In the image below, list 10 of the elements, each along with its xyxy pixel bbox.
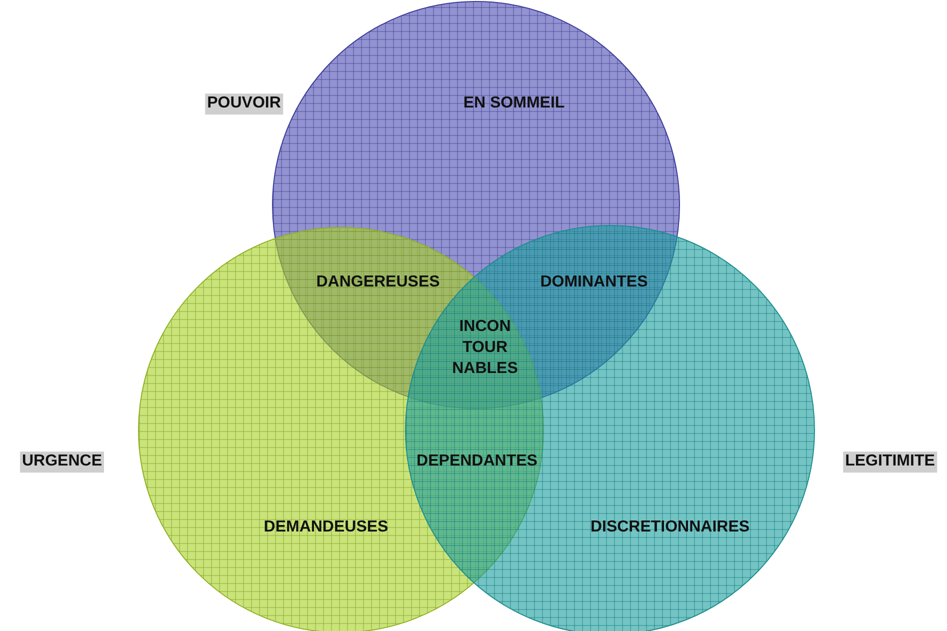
set-title: POUVOIR: [205, 94, 283, 114]
region-label: DEMANDEUSES: [264, 518, 388, 538]
overlap-label: DEPENDANTES: [416, 452, 538, 472]
overlap-label: DANGEREUSES: [316, 272, 440, 293]
set-title: URGENCE: [20, 452, 104, 472]
overlap-label: INCON TOUR NABLES: [452, 316, 518, 378]
overlap-label: DOMINANTES: [540, 272, 648, 293]
region-label: DISCRETIONNAIRES: [590, 518, 750, 538]
region-label: EN SOMMEIL: [463, 94, 565, 114]
set-title: LEGITIMITE: [843, 452, 937, 472]
